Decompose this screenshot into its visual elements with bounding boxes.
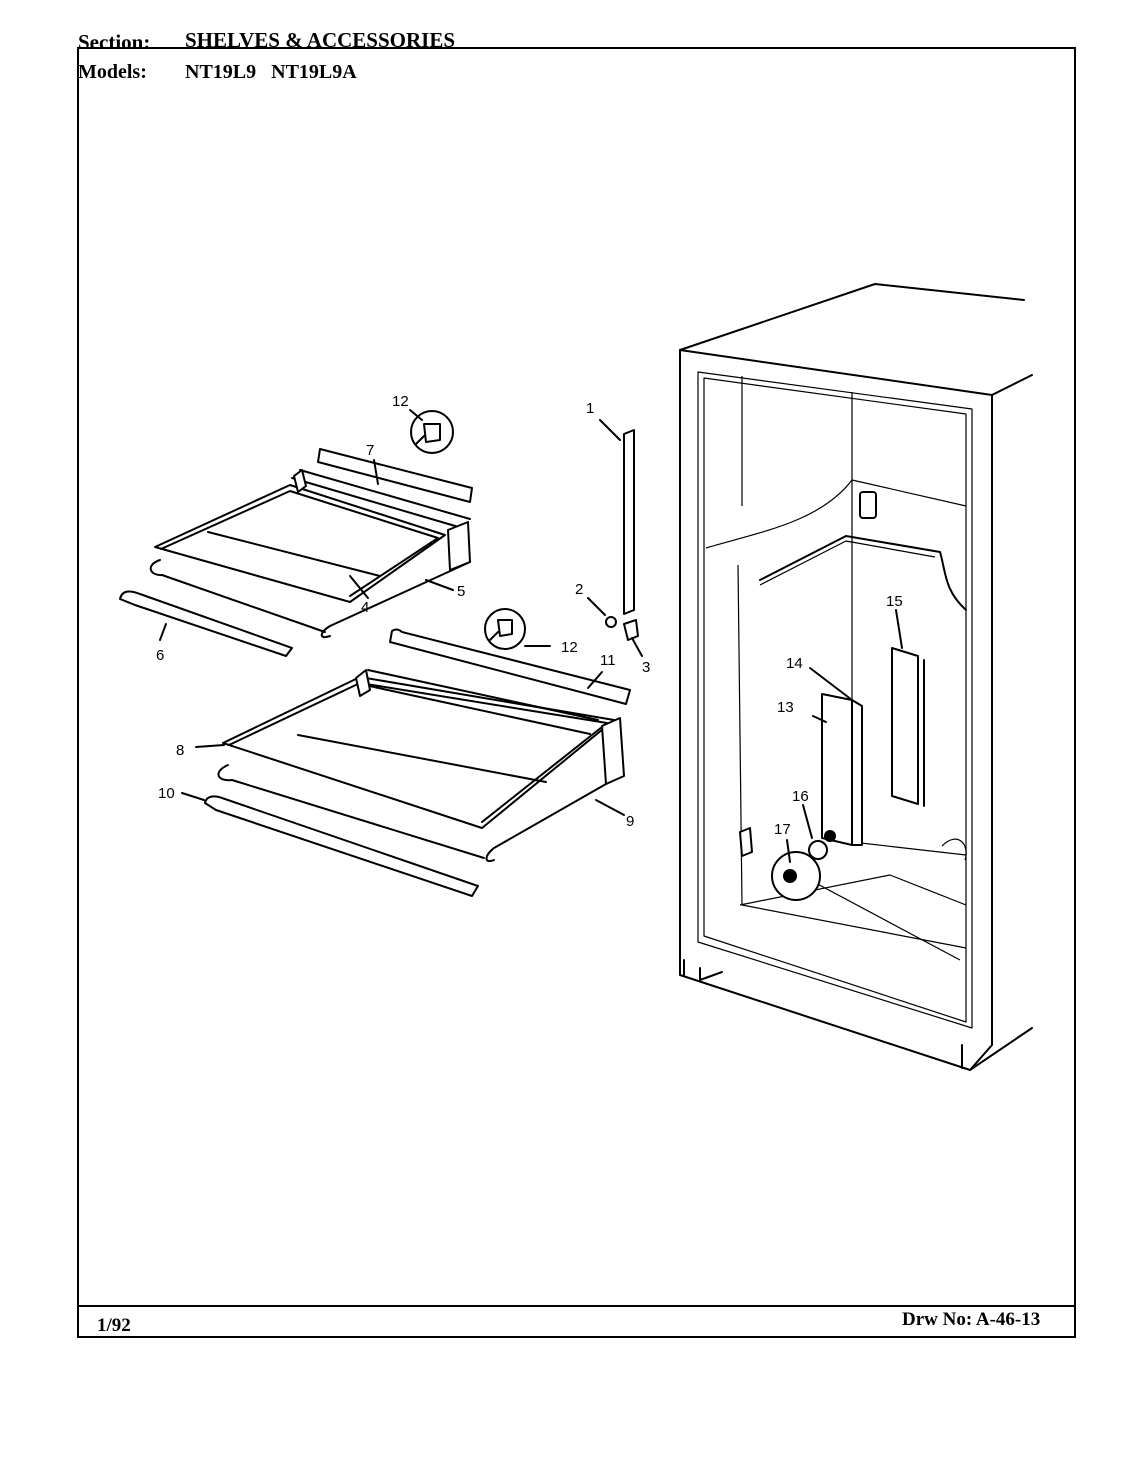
callout-11: 11 (600, 652, 616, 669)
footer-divider (77, 1305, 1076, 1307)
callout-16: 16 (792, 788, 809, 805)
drawing-frame (77, 47, 1076, 1338)
upper-shelf-assembly (119, 410, 473, 657)
callout-1: 1 (586, 400, 594, 417)
callout-leaders (159, 409, 903, 863)
callout-2: 2 (575, 581, 583, 598)
hinge-cover (739, 827, 967, 901)
drawing-number: Drw No: A-46-13 (902, 1309, 1041, 1330)
shelf-rail-center (605, 429, 639, 641)
models-list: NT19L9 NT19L9A (185, 61, 357, 83)
callout-15: 15 (886, 593, 903, 610)
models-label: Models: (78, 61, 147, 83)
refrigerator-cabinet (679, 283, 1033, 1071)
callout-7: 7 (366, 442, 374, 459)
section-title: SHELVES & ACCESSORIES (185, 28, 456, 52)
callout-14: 14 (786, 655, 803, 672)
callout-10: 10 (158, 785, 175, 802)
callout-9: 9 (626, 813, 634, 830)
callout-4: 4 (361, 599, 369, 616)
callout-12-lower: 12 (561, 639, 578, 656)
callout-8: 8 (176, 742, 184, 759)
callout-17: 17 (774, 821, 791, 838)
shelf-support-right (891, 647, 925, 807)
callout-labels: 1 2 3 4 5 6 7 8 9 10 11 12 12 13 14 15 1… (156, 393, 903, 838)
drawing-date: 1/92 (97, 1315, 131, 1336)
callout-6: 6 (156, 647, 164, 664)
shelf-support-left (821, 693, 863, 846)
callout-5: 5 (457, 583, 465, 600)
lower-shelf-assembly (204, 608, 631, 897)
callout-12-upper: 12 (392, 393, 409, 410)
callout-13: 13 (777, 699, 794, 716)
callout-3: 3 (642, 659, 650, 676)
